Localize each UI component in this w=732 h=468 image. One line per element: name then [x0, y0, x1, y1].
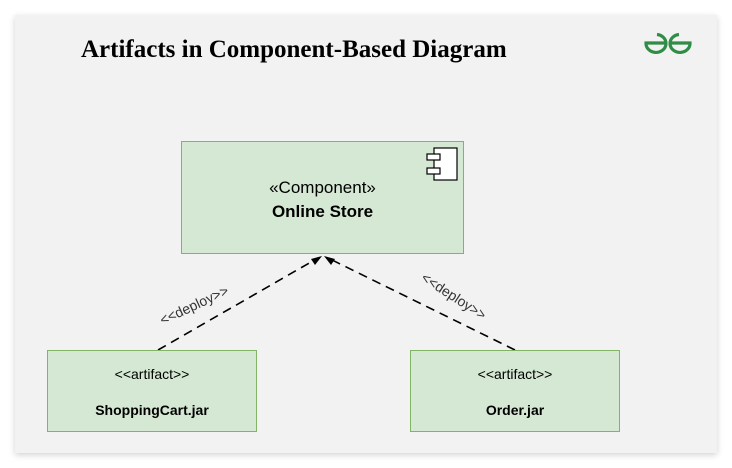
component-name: Online Store: [271, 202, 374, 221]
artifact-order[interactable]: <<artifact>> Order.jar: [410, 350, 620, 432]
diagram-title: Artifacts in Component-Based Diagram: [81, 36, 507, 63]
gfg-logo-icon: [644, 32, 692, 55]
edge-order-to-component: [327, 257, 516, 351]
component-icon: [426, 147, 458, 181]
edge-shoppingcart-to-component: [157, 257, 319, 351]
component-stereotype: «Component»: [269, 178, 376, 197]
artifact-stereotype: <<artifact>>: [477, 366, 553, 382]
arrowhead-left: [311, 256, 322, 265]
arrowhead-right: [324, 256, 335, 265]
artifact-name: ShoppingCart.jar: [95, 402, 209, 418]
artifact-stereotype: <<artifact>>: [114, 366, 190, 382]
artifact-shoppingcart[interactable]: <<artifact>> ShoppingCart.jar: [47, 350, 257, 432]
artifact-name: Order.jar: [485, 402, 545, 418]
component-online-store[interactable]: «Component» Online Store: [181, 141, 464, 254]
